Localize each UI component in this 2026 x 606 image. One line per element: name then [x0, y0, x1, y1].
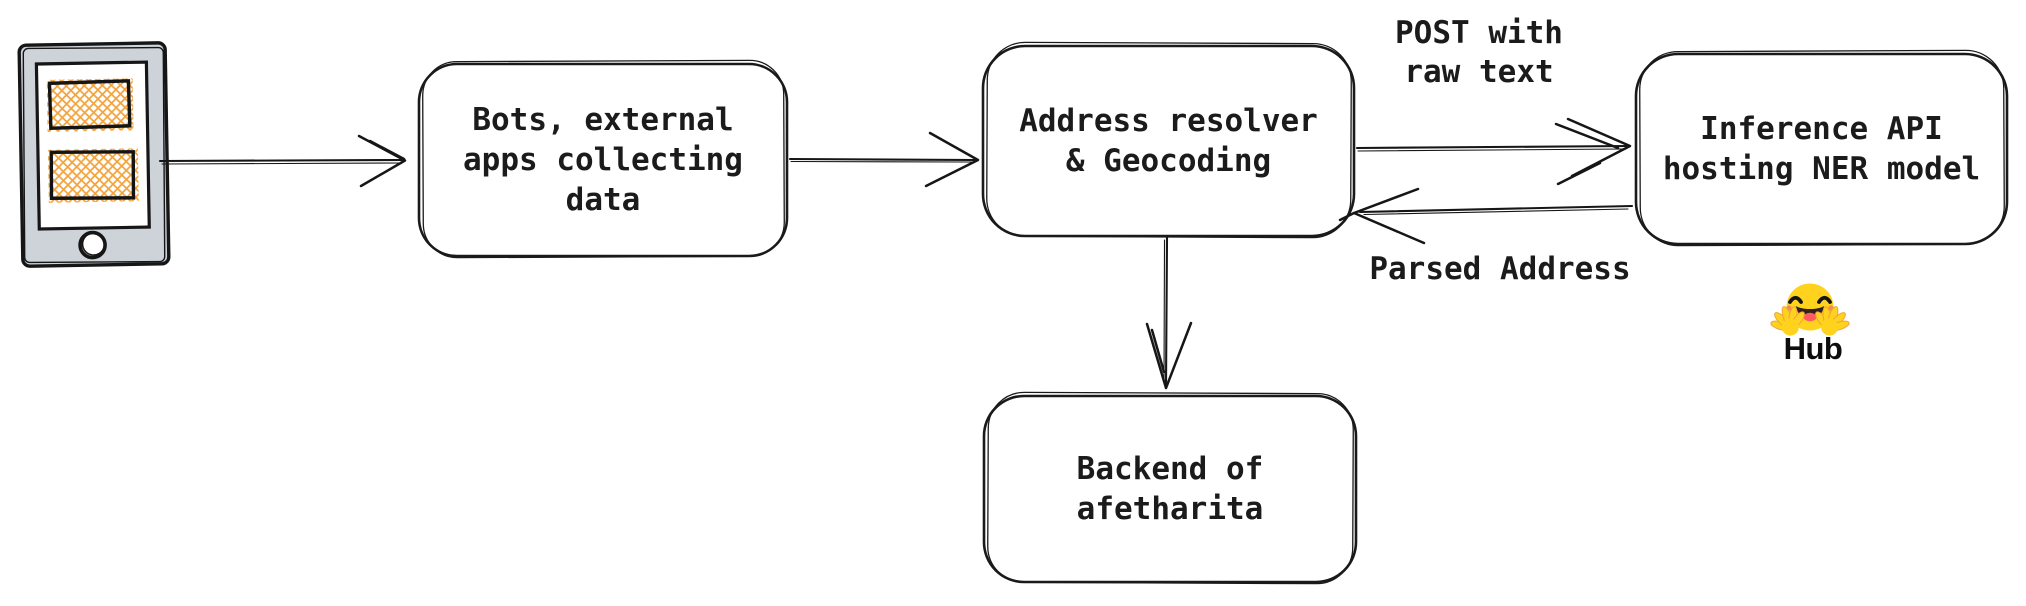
emoji-left-hand — [1770, 306, 1805, 336]
phone-screen-block-2 — [47, 148, 139, 203]
node-resolver-box — [981, 41, 1356, 239]
emoji-left-eye — [1788, 295, 1803, 304]
arrow-resolver-to-inference — [1355, 117, 1632, 186]
hugging-face-emoji — [1770, 283, 1850, 336]
arrow-inference-to-resolver — [1338, 187, 1634, 245]
emoji-tongue — [1803, 312, 1817, 322]
node-backend-box — [982, 391, 1358, 585]
arrow-resolver-to-backend — [1145, 236, 1193, 390]
node-inference-box — [1634, 49, 2009, 247]
emoji-right-hand — [1815, 306, 1850, 336]
arrow-phone-to-bots — [158, 134, 407, 188]
phone-screen-block-1 — [46, 78, 134, 132]
node-bots-box — [417, 59, 789, 259]
arrow-bots-to-resolver — [788, 131, 980, 188]
emoji-right-eye — [1817, 295, 1832, 304]
phone-home-button — [78, 230, 107, 260]
phone-icon — [17, 41, 171, 268]
